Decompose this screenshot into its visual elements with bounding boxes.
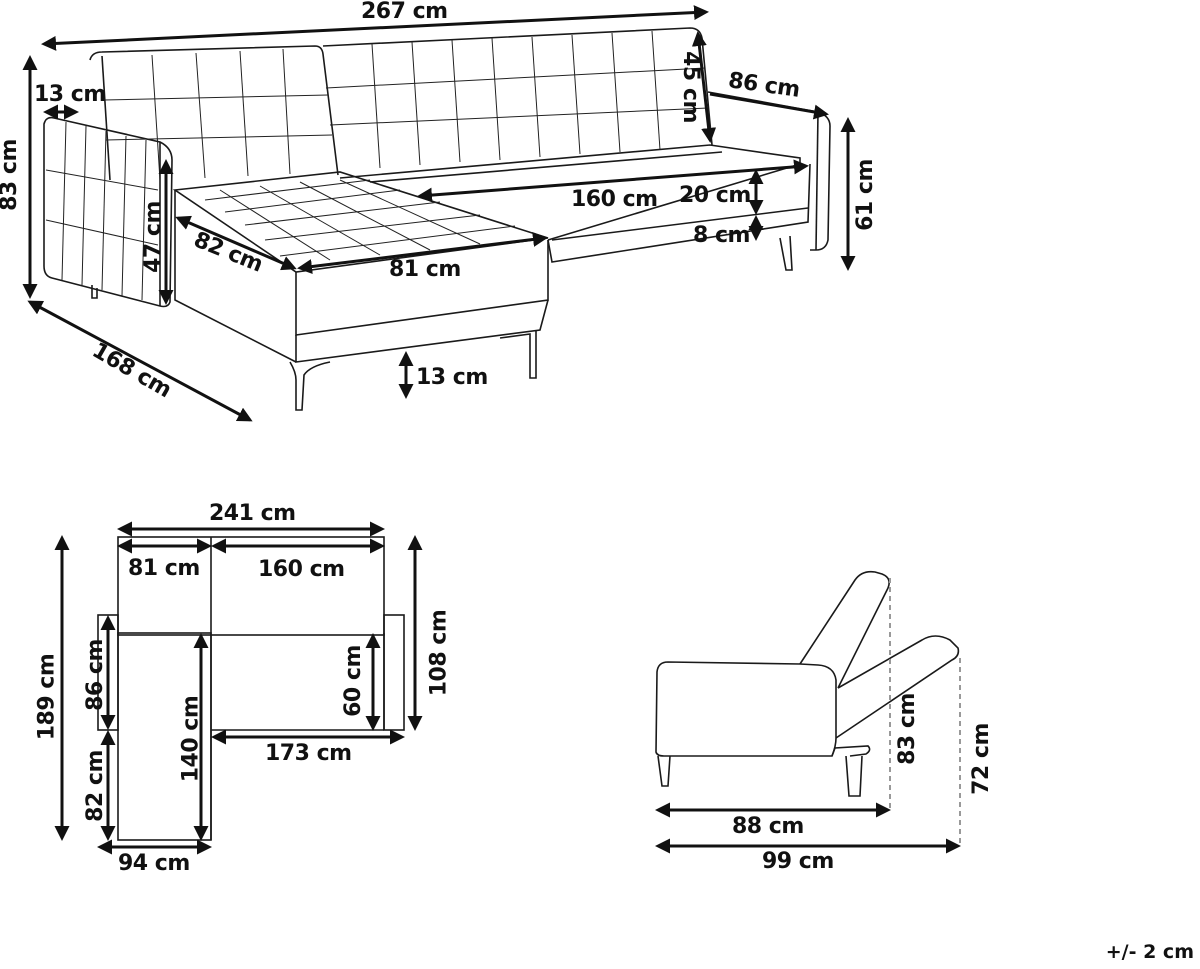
label-armrest-width: 13 cm (34, 82, 106, 107)
label-side-reclined-height: 72 cm (968, 723, 994, 795)
label-top-armrest-depth: 86 cm (82, 639, 108, 711)
label-top-chaise-width: 81 cm (128, 556, 200, 581)
label-seat-width: 160 cm (571, 187, 658, 212)
label-total-height: 83 cm (0, 139, 22, 211)
label-side-reclined-depth: 99 cm (762, 849, 834, 874)
backrest-right-outline (322, 27, 713, 146)
label-top-front-width: 173 cm (265, 741, 352, 766)
label-seat-cushion: 20 cm (679, 183, 751, 208)
side-view (655, 570, 961, 854)
label-side-upright-height: 83 cm (894, 693, 920, 765)
label-top-seat-depth: 60 cm (340, 645, 366, 717)
label-backrest-height: 45 cm (677, 51, 703, 123)
backrest-left-outline (89, 45, 339, 176)
label-top-chaise-outer-width: 94 cm (118, 851, 190, 876)
label-top-total-depth: 189 cm (34, 653, 60, 741)
label-top-sofa-depth: 108 cm (426, 609, 452, 697)
label-top-total-width: 241 cm (209, 501, 296, 526)
tolerance-note: +/- 2 cm (1105, 941, 1194, 963)
label-chaise-width: 81 cm (389, 257, 461, 282)
label-top-seat-width: 160 cm (258, 557, 345, 582)
perspective-view (22, 5, 856, 422)
label-leg-height: 13 cm (416, 365, 488, 390)
seat-side-outline (655, 661, 837, 757)
label-seat-height-right: 61 cm (852, 159, 878, 231)
label-top-chaise-length: 140 cm (178, 695, 204, 783)
top-view (54, 521, 423, 855)
label-armrest-height: 47 cm (140, 201, 166, 273)
label-top-chaise-extension: 82 cm (82, 750, 108, 822)
label-base-height: 8 cm (693, 223, 750, 248)
label-total-width: 267 cm (361, 0, 448, 24)
label-side-upright-depth: 88 cm (732, 814, 804, 839)
